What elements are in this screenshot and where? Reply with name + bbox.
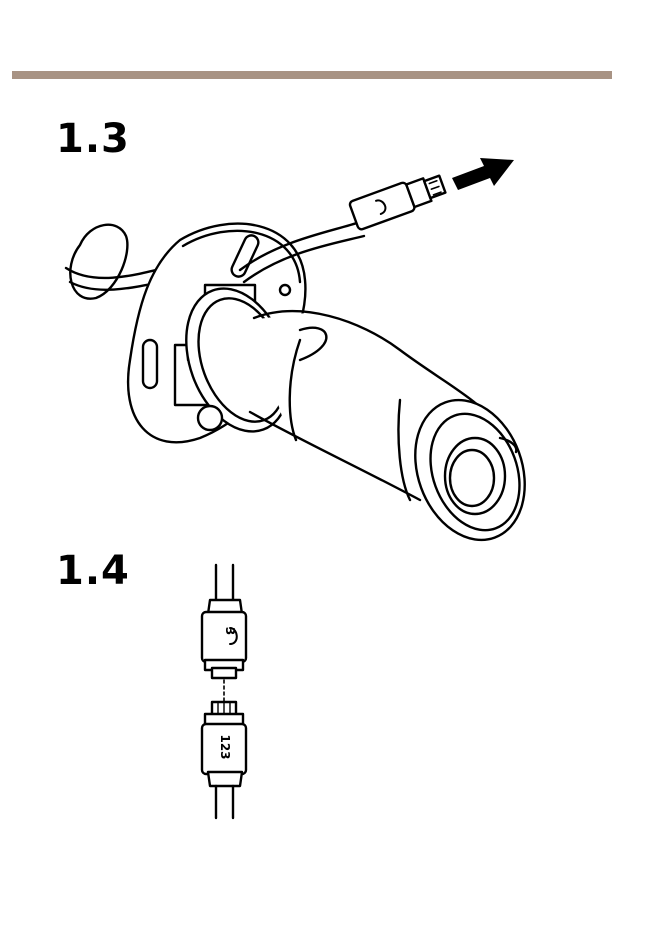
connector-label-top: 3 [223, 627, 237, 635]
connector-label-bottom: 123 [218, 734, 232, 760]
